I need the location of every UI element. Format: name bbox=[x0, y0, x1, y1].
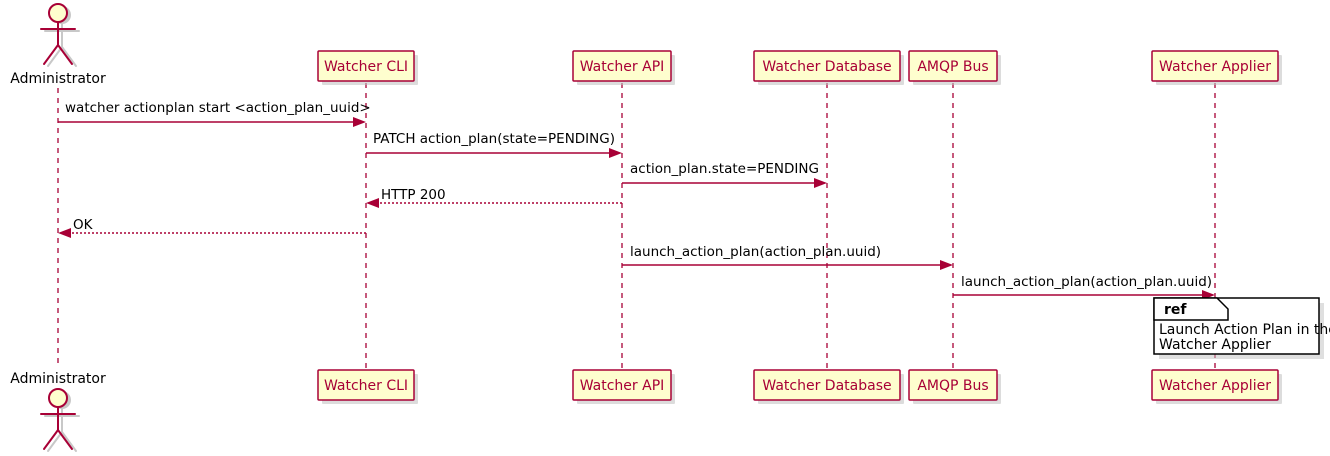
ref-keyword-label: ref bbox=[1164, 302, 1187, 318]
participant-box bbox=[1151, 50, 1279, 82]
participant-label: AMQP Bus bbox=[917, 378, 988, 394]
participant-box bbox=[753, 50, 901, 82]
actor-label-administrator-bottom: Administrator bbox=[10, 371, 106, 387]
participant-box bbox=[908, 369, 998, 401]
participant-watcher-database-top[interactable]: Watcher Database bbox=[753, 50, 904, 85]
message-2-patch-action-plan[interactable]: PATCH action_plan(state=PENDING) bbox=[366, 131, 622, 158]
participant-box bbox=[908, 50, 998, 82]
message-label: launch_action_plan(action_plan.uuid) bbox=[961, 274, 1212, 290]
arrowhead-right-icon bbox=[609, 148, 622, 158]
participant-label: Watcher Applier bbox=[1159, 59, 1271, 75]
message-label: action_plan.state=PENDING bbox=[630, 161, 819, 177]
actor-head-icon bbox=[48, 388, 68, 408]
arrowhead-right-icon bbox=[940, 260, 953, 270]
participant-label: Watcher API bbox=[580, 59, 665, 75]
message-label: HTTP 200 bbox=[381, 187, 446, 203]
arrowhead-right-icon bbox=[814, 178, 827, 188]
ref-tab-shape bbox=[1153, 297, 1229, 321]
ref-fragment[interactable]: ref Launch Action Plan in the Watcher Ap… bbox=[1153, 297, 1330, 359]
actor-administrator-bottom[interactable]: Administrator bbox=[10, 371, 106, 452]
participant-amqp-bus-bottom[interactable]: AMQP Bus bbox=[908, 369, 1001, 404]
ref-text-line-1: Launch Action Plan in the bbox=[1159, 322, 1330, 338]
participant-label: Watcher CLI bbox=[324, 59, 408, 75]
actor-leg-right-icon bbox=[57, 429, 73, 450]
participant-box bbox=[1151, 369, 1279, 401]
participant-box bbox=[572, 50, 672, 82]
actor-head-icon bbox=[48, 3, 68, 23]
participant-watcher-api-bottom[interactable]: Watcher API bbox=[572, 369, 675, 404]
message-1-watcher-actionplan-start[interactable]: watcher actionplan start <action_plan_uu… bbox=[58, 100, 371, 127]
message-label: watcher actionplan start <action_plan_uu… bbox=[65, 100, 371, 116]
message-4-http-200[interactable]: HTTP 200 bbox=[366, 187, 622, 208]
participant-box bbox=[317, 50, 415, 82]
ref-text-line-2: Watcher Applier bbox=[1159, 337, 1271, 353]
message-label: launch_action_plan(action_plan.uuid) bbox=[630, 244, 881, 260]
actor-leg-left-icon bbox=[43, 44, 59, 65]
actor-label-administrator-top: Administrator bbox=[10, 71, 106, 87]
message-label: PATCH action_plan(state=PENDING) bbox=[373, 131, 615, 147]
arrowhead-left-icon bbox=[58, 228, 71, 238]
participant-watcher-api-top[interactable]: Watcher API bbox=[572, 50, 675, 85]
participant-watcher-cli-top[interactable]: Watcher CLI bbox=[317, 50, 418, 85]
participant-label: Watcher CLI bbox=[324, 378, 408, 394]
participant-amqp-bus-top[interactable]: AMQP Bus bbox=[908, 50, 1001, 85]
participant-label: Watcher API bbox=[580, 378, 665, 394]
participant-watcher-database-bottom[interactable]: Watcher Database bbox=[753, 369, 904, 404]
actor-administrator-top[interactable]: Administrator bbox=[10, 3, 106, 87]
message-6-launch-action-plan-api-to-bus[interactable]: launch_action_plan(action_plan.uuid) bbox=[622, 244, 953, 270]
actor-leg-left-icon bbox=[43, 429, 59, 450]
participant-watcher-applier-bottom[interactable]: Watcher Applier bbox=[1151, 369, 1282, 404]
participant-label: AMQP Bus bbox=[917, 59, 988, 75]
participant-watcher-applier-top[interactable]: Watcher Applier bbox=[1151, 50, 1282, 85]
participant-box bbox=[753, 369, 901, 401]
participant-label: Watcher Database bbox=[762, 378, 891, 394]
participant-box bbox=[572, 369, 672, 401]
message-5-ok[interactable]: OK bbox=[58, 217, 366, 238]
actor-leg-right-icon bbox=[57, 44, 73, 65]
participant-watcher-cli-bottom[interactable]: Watcher CLI bbox=[317, 369, 418, 404]
message-7-launch-action-plan-bus-to-applier[interactable]: launch_action_plan(action_plan.uuid) bbox=[953, 274, 1215, 300]
participant-box bbox=[317, 369, 415, 401]
arrowhead-right-icon bbox=[353, 117, 366, 127]
participant-label: Watcher Applier bbox=[1159, 378, 1271, 394]
message-3-action-plan-state-pending[interactable]: action_plan.state=PENDING bbox=[622, 161, 827, 188]
lifelines-group bbox=[57, 83, 1216, 370]
participant-label: Watcher Database bbox=[762, 59, 891, 75]
message-label: OK bbox=[73, 217, 94, 233]
arrowhead-left-icon bbox=[366, 198, 379, 208]
